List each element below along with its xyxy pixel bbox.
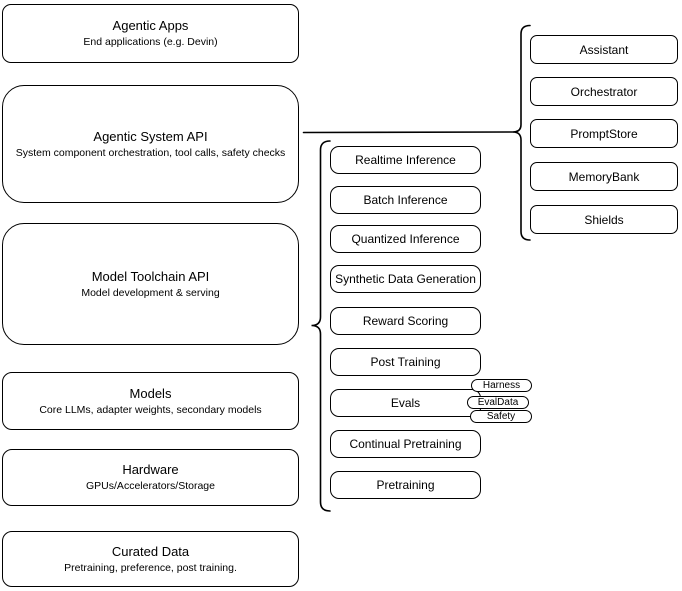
node-agentic-system-api: Agentic System API System component orch… [2,85,299,203]
system-api-to-components-connector [302,131,514,134]
node-evals: Evals [330,389,481,417]
node-subtitle: Pretraining, preference, post training. [64,561,237,574]
node-label: Continual Pretraining [349,437,462,451]
components-group-brace [512,24,531,241]
node-batch-inference: Batch Inference [330,186,481,214]
node-post-training: Post Training [330,348,481,376]
node-subtitle: Core LLMs, adapter weights, secondary mo… [39,403,262,416]
toolchain-group-brace [311,140,331,512]
node-pretraining: Pretraining [330,471,481,499]
node-label: Realtime Inference [355,153,456,167]
node-label: Pretraining [376,478,435,492]
node-title: Model Toolchain API [91,268,210,284]
node-label: Orchestrator [570,84,638,99]
tag-label: Harness [482,379,521,391]
node-title: Hardware [122,462,179,477]
node-models: Models Core LLMs, adapter weights, secon… [2,372,299,430]
node-reward-scoring: Reward Scoring [330,307,481,335]
node-label: Batch Inference [363,193,448,207]
node-label: Reward Scoring [362,314,449,328]
tag-safety: Safety [470,410,532,423]
node-synthetic-data-generation: Synthetic Data Generation [330,265,481,293]
node-agentic-apps: Agentic Apps End applications (e.g. Devi… [2,4,299,63]
node-model-toolchain-api: Model Toolchain API Model development & … [2,223,299,345]
node-orchestrator: Orchestrator [530,77,678,106]
node-subtitle: End applications (e.g. Devin) [83,36,218,48]
node-subtitle: Model development & serving [81,286,220,299]
tag-evaldata: EvalData [467,396,529,409]
node-realtime-inference: Realtime Inference [330,146,481,174]
node-label: Evals [390,396,421,410]
tag-label: EvalData [477,396,519,408]
node-promptstore: PromptStore [530,119,678,148]
node-hardware: Hardware GPUs/Accelerators/Storage [2,449,299,506]
node-label: Synthetic Data Generation [335,272,476,286]
node-assistant: Assistant [530,35,678,64]
tag-harness: Harness [471,379,532,392]
node-label: Post Training [370,355,441,369]
node-continual-pretraining: Continual Pretraining [330,430,481,458]
node-subtitle: System component orchestration, tool cal… [15,146,286,159]
node-title: Agentic System API [93,128,208,144]
node-title: Agentic Apps [112,18,189,33]
node-label: PromptStore [570,126,638,141]
node-title: Curated Data [111,543,190,559]
node-curated-data: Curated Data Pretraining, preference, po… [2,531,299,587]
node-shields: Shields [530,205,678,234]
node-label: Assistant [579,42,629,57]
tag-label: Safety [486,410,516,422]
node-label: Shields [584,212,624,227]
node-memorybank: MemoryBank [530,162,678,191]
node-quantized-inference: Quantized Inference [330,225,481,253]
node-label: MemoryBank [568,169,640,184]
node-title: Models [129,385,172,401]
node-label: Quantized Inference [351,232,460,246]
node-subtitle: GPUs/Accelerators/Storage [86,480,215,492]
